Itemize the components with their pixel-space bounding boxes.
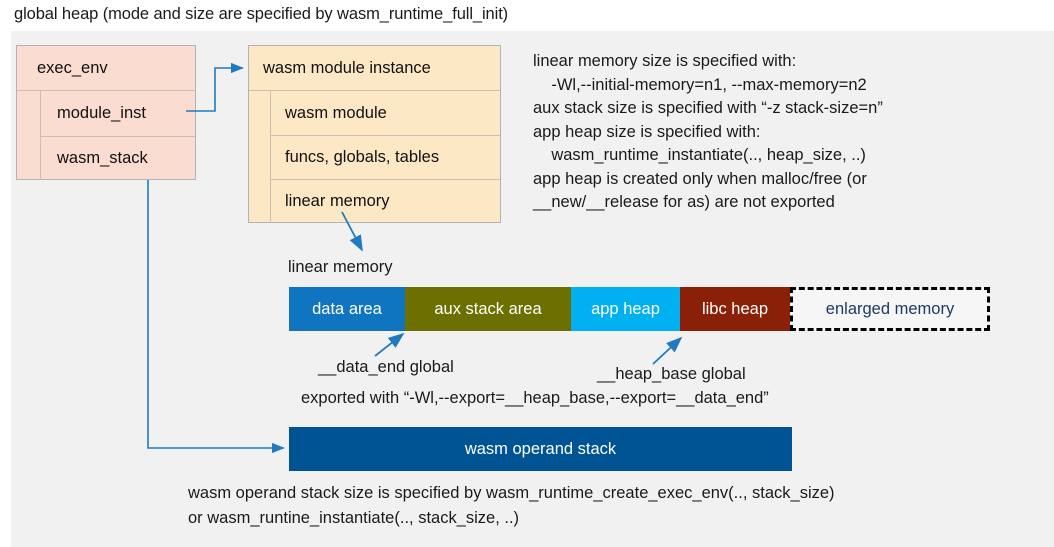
- linear-memory-label: linear memory: [288, 258, 393, 276]
- exec-env-fields: module_inst wasm_stack: [17, 91, 195, 180]
- annotation-exported-with: exported with “-Wl,--export=__heap_base,…: [301, 389, 769, 407]
- segment-libc-heap: libc heap: [680, 287, 790, 331]
- wmi-field-wasm-module: wasm module: [285, 103, 387, 122]
- exec-env-field-module-inst: module_inst: [57, 104, 146, 122]
- segment-enlarged-memory: enlarged memory: [790, 287, 990, 331]
- memory-config-notes: linear memory size is specified with: -W…: [533, 52, 883, 211]
- annotation-data-end: __data_end global: [318, 358, 454, 376]
- segment-app-heap: app heap: [571, 287, 680, 331]
- operand-stack-note: wasm operand stack size is specified by …: [188, 484, 835, 527]
- exec-env-gutter: [17, 91, 41, 180]
- annotation-heap-base: __heap_base global: [597, 365, 746, 383]
- page-title: global heap (mode and size are specified…: [14, 5, 509, 23]
- wmi-field-linear-memory: linear memory: [271, 179, 500, 223]
- wasm-module-instance-gutter: [249, 91, 271, 223]
- wasm-operand-stack-bar: wasm operand stack: [289, 427, 792, 471]
- exec-env-box: exec_env module_inst wasm_stack: [16, 45, 196, 180]
- exec-env-header: exec_env: [17, 46, 195, 91]
- linear-memory-bar: data area aux stack area app heap libc h…: [289, 287, 990, 331]
- wasm-module-instance-header: wasm module instance: [249, 46, 500, 91]
- wasm-module-instance-fields: wasm module funcs, globals, tables linea…: [249, 91, 500, 223]
- segment-data-area: data area: [289, 287, 405, 331]
- segment-aux-stack-area: aux stack area: [405, 287, 571, 331]
- exec-env-field-wasm-stack: wasm_stack: [41, 136, 195, 180]
- wasm-module-instance-box: wasm module instance wasm module funcs, …: [248, 45, 501, 223]
- wmi-field-funcs-globals-tables: funcs, globals, tables: [271, 135, 500, 179]
